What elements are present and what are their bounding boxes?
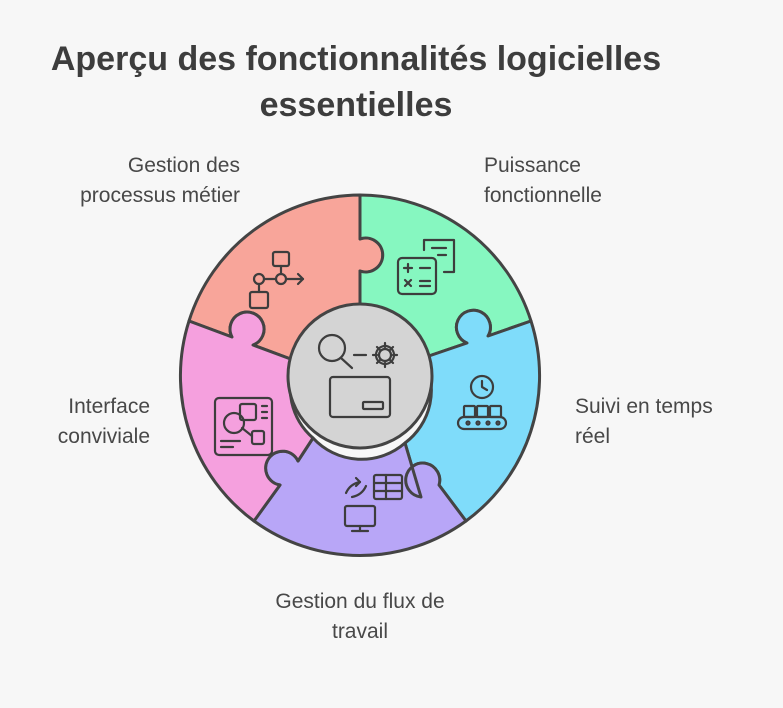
label-functional-power-line-2: fonctionnelle bbox=[484, 184, 602, 207]
label-workflow: Gestion du flux de travail bbox=[210, 587, 510, 647]
dashboard-window-icon bbox=[213, 396, 274, 457]
clock-conveyor-icon bbox=[456, 374, 508, 431]
label-user-interface-line-2: conviviale bbox=[57, 425, 150, 448]
label-functional-power: Puissance fonctionnelle bbox=[484, 151, 744, 211]
title-line-1: Aperçu des fonctionnalités logicielles bbox=[50, 40, 662, 78]
title-line-2: essentielles bbox=[259, 86, 453, 124]
label-realtime-tracking-line-1: Suivi en temps bbox=[575, 395, 713, 418]
label-workflow-line-1: Gestion du flux de bbox=[275, 590, 445, 613]
label-business-process-line-2: processus métier bbox=[80, 184, 240, 207]
label-realtime-tracking-line-2: réel bbox=[575, 425, 611, 448]
table-monitor-sync-icon bbox=[343, 473, 404, 533]
label-functional-power-line-1: Puissance bbox=[484, 154, 581, 177]
segment-user-interface bbox=[178, 310, 315, 523]
label-business-process: Gestion des processus métier bbox=[20, 151, 240, 211]
flowchart-icon bbox=[248, 250, 305, 310]
search-gear-box-icon bbox=[317, 333, 399, 419]
page-title: Aperçu des fonctionnalités logicielles e… bbox=[0, 36, 712, 128]
label-workflow-line-2: travail bbox=[331, 620, 389, 643]
label-user-interface: Interface conviviale bbox=[10, 392, 150, 452]
calculator-document-icon bbox=[396, 238, 456, 296]
label-business-process-line-1: Gestion des bbox=[127, 154, 240, 177]
label-realtime-tracking: Suivi en temps réel bbox=[575, 392, 775, 452]
label-user-interface-line-1: Interface bbox=[68, 395, 150, 418]
